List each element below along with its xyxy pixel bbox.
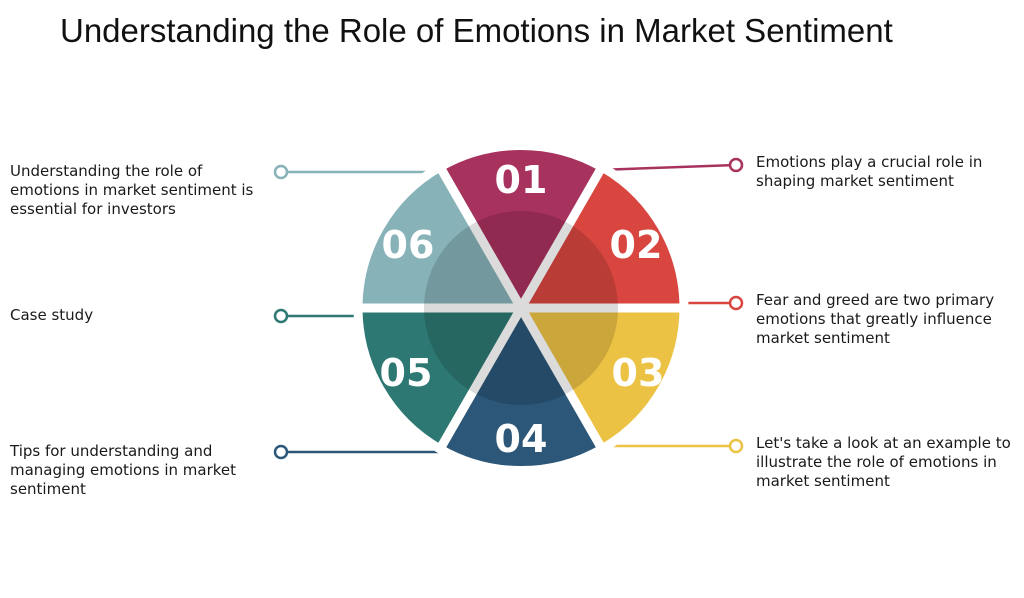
segment-06-description: Understanding the role of emotions in ma… [10,162,254,218]
segment-03 [516,303,689,454]
segment-numbers: 01 02 03 04 05 06 [380,158,665,461]
segment-02 [516,162,689,313]
segment-06 [353,162,526,313]
segment-01 [435,140,607,313]
connector-lines [273,157,744,460]
segment-05 [353,303,526,454]
page-title: Understanding the Role of Emotions in Ma… [60,12,893,49]
connector-05-dot [273,308,289,324]
segment-01-number: 01 [495,158,548,202]
segment-03-number: 03 [612,351,665,395]
connector-02-dot [728,295,744,311]
segment-04-description: Tips for understanding and managing emot… [10,442,236,498]
connector-04-dot [273,444,289,460]
segment-05-description: Case study [10,306,94,324]
connector-01-dot [728,157,744,173]
connector-01 [597,163,737,172]
wedges [353,140,689,476]
inner-shade [424,211,618,405]
connector-06-dot [273,164,289,180]
segment-06-number: 06 [382,223,435,267]
segment-02-number: 02 [610,223,663,267]
connector-03-dot [728,438,744,454]
segment-02-description: Fear and greed are two primary emotions … [756,291,995,347]
segment-04-number: 04 [495,417,548,461]
segment-01-description: Emotions play a crucial role in shaping … [756,153,983,190]
segment-04 [435,303,607,476]
segment-03-description: Let's take a look at an example to illus… [756,434,1011,490]
segment-05-number: 05 [380,351,433,395]
